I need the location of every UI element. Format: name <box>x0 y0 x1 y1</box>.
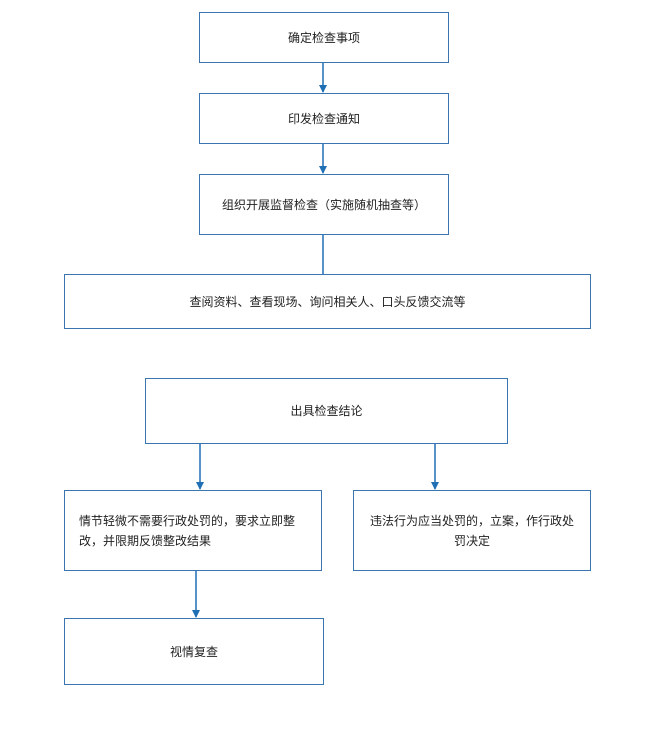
flow-step-issue-notice: 印发检查通知 <box>199 93 449 144</box>
flow-step-determine-items-label: 确定检查事项 <box>287 30 360 45</box>
flow-step-issue-conclusion-label: 出具检查结论 <box>290 404 363 418</box>
flow-branch-minor-rectify-label: 情节轻微不需要行政处罚的，要求立即整改，并限期反馈整改结果 <box>79 513 296 548</box>
flow-step-organize-inspection-label: 组织开展监督检查（实施随机抽查等） <box>221 197 426 212</box>
flow-step-recheck: 视情复查 <box>64 618 324 685</box>
flow-step-issue-conclusion: 出具检查结论 <box>145 378 508 444</box>
flow-step-issue-notice-label: 印发检查通知 <box>287 111 360 126</box>
flow-step-review-materials-label: 查阅资料、查看现场、询问相关人、口头反馈交流等 <box>189 294 466 309</box>
flow-step-determine-items: 确定检查事项 <box>199 12 449 63</box>
flow-step-review-materials: 查阅资料、查看现场、询问相关人、口头反馈交流等 <box>64 274 591 329</box>
flow-branch-minor-rectify: 情节轻微不需要行政处罚的，要求立即整改，并限期反馈整改结果 <box>64 490 322 571</box>
flow-step-recheck-label: 视情复查 <box>169 644 218 659</box>
flow-branch-penalty-decision-label: 违法行为应当处罚的，立案，作行政处罚决定 <box>369 513 574 548</box>
flow-branch-penalty-decision: 违法行为应当处罚的，立案，作行政处罚决定 <box>353 490 591 571</box>
flow-step-organize-inspection: 组织开展监督检查（实施随机抽查等） <box>199 174 449 235</box>
